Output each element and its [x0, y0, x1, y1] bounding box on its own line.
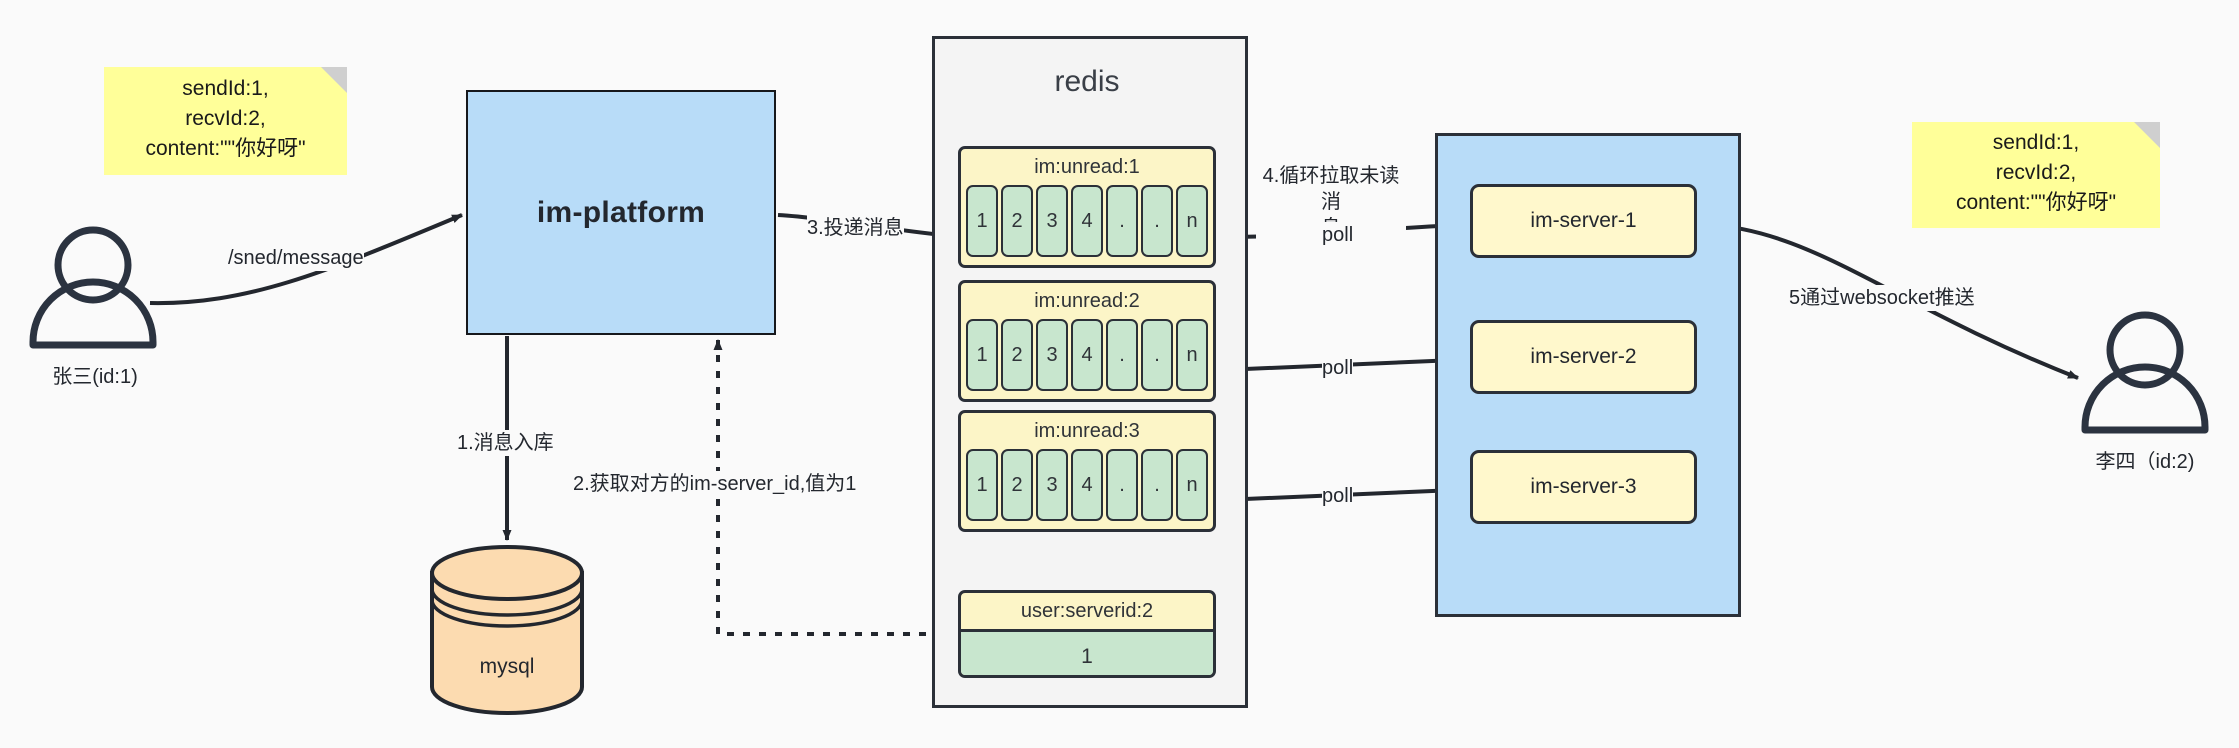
receiver-actor-label: 李四（id:2) — [2095, 451, 2195, 473]
node-im-platform-label: im-platform — [536, 195, 706, 229]
note-fold-icon — [321, 67, 347, 93]
mysql-database-icon — [430, 545, 584, 715]
edge-label-send-message: /sned/message — [228, 245, 364, 271]
redis-cell[interactable]: 4 — [1071, 319, 1103, 391]
edge-label-poll-2: poll — [1322, 355, 1354, 381]
redis-cell[interactable]: . — [1141, 185, 1173, 257]
redis-cell[interactable]: 3 — [1036, 319, 1068, 391]
redis-cell[interactable]: . — [1141, 319, 1173, 391]
edge-label-step3: 3.投递消息 — [807, 215, 904, 241]
node-server-label: im-server-3 — [1530, 475, 1637, 498]
note-left: sendId:1, recvId:2, content:""你好呀" — [104, 67, 347, 175]
redis-cell[interactable]: 4 — [1071, 185, 1103, 257]
node-im-server-1[interactable]: im-server-1 — [1470, 184, 1697, 258]
redis-key-label: im:unread:2 — [1034, 290, 1140, 312]
edge-label-poll-1: poll — [1322, 222, 1354, 248]
receiver-actor-icon — [2081, 311, 2209, 434]
redis-key-label: im:unread:3 — [1034, 420, 1140, 442]
redis-cell[interactable]: 2 — [1001, 449, 1033, 521]
note-fold-icon — [2134, 122, 2160, 148]
redis-cell[interactable]: n — [1176, 319, 1208, 391]
redis-kv-value: 1 — [961, 629, 1213, 675]
redis-cell[interactable]: . — [1106, 185, 1138, 257]
redis-cell[interactable]: 3 — [1036, 185, 1068, 257]
redis-cell[interactable]: . — [1106, 449, 1138, 521]
edge-label-step5: 5通过websocket推送 — [1789, 285, 1975, 311]
redis-cell[interactable]: . — [1106, 319, 1138, 391]
node-mysql-label: mysql — [479, 655, 535, 678]
redis-key-label: im:unread:1 — [1034, 156, 1140, 178]
redis-kv-user-serverid[interactable]: user:serverid:2 1 — [958, 590, 1216, 678]
node-redis-label: redis — [1054, 65, 1120, 98]
node-im-server-2[interactable]: im-server-2 — [1470, 320, 1697, 394]
redis-cell[interactable]: . — [1141, 449, 1173, 521]
redis-cell[interactable]: 2 — [1001, 319, 1033, 391]
redis-cell[interactable]: 4 — [1071, 449, 1103, 521]
note-right-text: sendId:1, recvId:2, content:""你好呀" — [1955, 131, 2117, 214]
redis-cell[interactable]: 3 — [1036, 449, 1068, 521]
redis-kv-key: user:serverid:2 — [1020, 600, 1154, 622]
redis-cell[interactable]: n — [1176, 185, 1208, 257]
node-im-server-3[interactable]: im-server-3 — [1470, 450, 1697, 524]
sender-actor-icon — [29, 226, 157, 349]
node-server-label: im-server-1 — [1530, 209, 1637, 232]
node-im-platform[interactable]: im-platform — [466, 90, 776, 335]
redis-cell[interactable]: 2 — [1001, 185, 1033, 257]
sender-actor-label: 张三(id:1) — [52, 366, 138, 388]
redis-cell[interactable]: 1 — [966, 449, 998, 521]
edge-label-step1: 1.消息入库 — [457, 430, 554, 456]
edge-label-step2: 2.获取对方的im-server_id,值为1 — [573, 471, 857, 497]
redis-cell[interactable]: 1 — [966, 185, 998, 257]
node-server-label: im-server-2 — [1530, 345, 1637, 368]
redis-cell[interactable]: 1 — [966, 319, 998, 391]
edge-label-poll-3: poll — [1322, 483, 1354, 509]
note-left-text: sendId:1, recvId:2, content:""你好呀" — [145, 77, 306, 160]
note-right: sendId:1, recvId:2, content:""你好呀" — [1912, 122, 2160, 228]
redis-cell[interactable]: n — [1176, 449, 1208, 521]
